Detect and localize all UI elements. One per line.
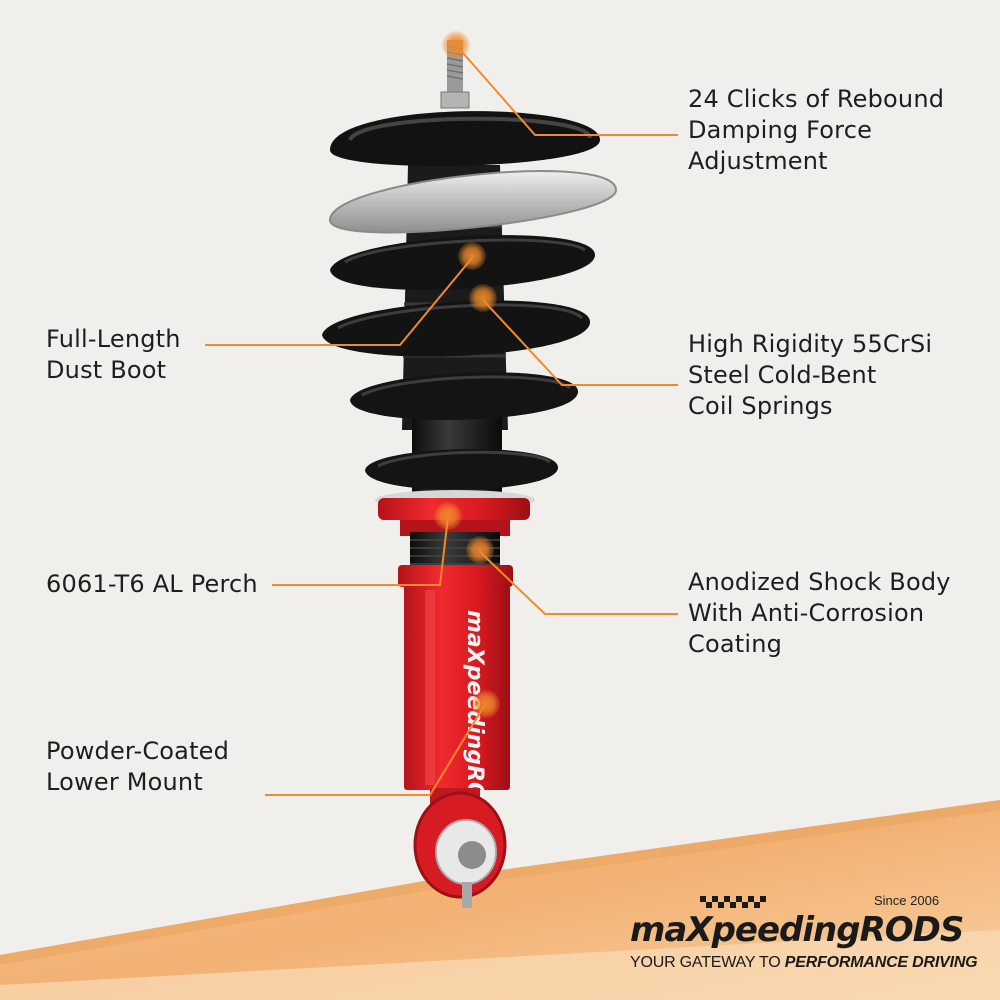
callout-line: Damping Force: [688, 116, 873, 144]
callout-dots: [434, 31, 500, 718]
brand-block: Since 2006 maXpeedingRODS YOUR GATEWAY T…: [630, 890, 978, 990]
callout-line: Dust Boot: [46, 356, 167, 384]
callout-line: Anodized Shock Body: [688, 568, 951, 596]
coil-spring: [322, 111, 618, 490]
leader-lines: [205, 44, 678, 796]
callout-coil-springs: High Rigidity 55CrSi Steel Cold-Bent Coi…: [688, 329, 932, 422]
callout-line: Steel Cold-Bent: [688, 361, 877, 389]
brand-tagline: YOUR GATEWAY TO PERFORMANCE DRIVING: [630, 954, 978, 972]
spring-perch: [375, 490, 535, 572]
lower-mount: [413, 788, 507, 908]
callout-line: Adjustment: [688, 147, 828, 175]
callout-dust-boot: Full-Length Dust Boot: [46, 324, 181, 386]
callout-line: Powder-Coated: [46, 737, 230, 765]
callout-rebound-adjustment: 24 Clicks of Rebound Damping Force Adjus…: [688, 84, 944, 177]
callout-perch: 6061-T6 AL Perch: [46, 569, 258, 600]
checkered-flag-icon: [700, 896, 766, 908]
callout-line: With Anti-Corrosion: [688, 599, 925, 627]
callout-line: 6061-T6 AL Perch: [46, 570, 258, 598]
brand-logo: maXpeedingRODS: [630, 910, 964, 950]
callout-line: Coil Springs: [688, 392, 833, 420]
tagline-regular: YOUR GATEWAY TO: [630, 954, 785, 971]
brand-since: Since 2006: [874, 893, 940, 908]
callout-line: Lower Mount: [46, 768, 203, 796]
floor-stripe: [0, 800, 1000, 1000]
callout-line: High Rigidity 55CrSi: [688, 330, 933, 358]
tagline-bold: PERFORMANCE DRIVING: [784, 954, 978, 971]
callout-line: 24 Clicks of Rebound: [688, 85, 945, 113]
callout-line: Coating: [688, 630, 783, 658]
callout-lower-mount: Powder-Coated Lower Mount: [46, 736, 229, 798]
callout-line: Full-Length: [46, 325, 181, 353]
callout-shock-body: Anodized Shock Body With Anti-Corrosion …: [688, 567, 951, 660]
